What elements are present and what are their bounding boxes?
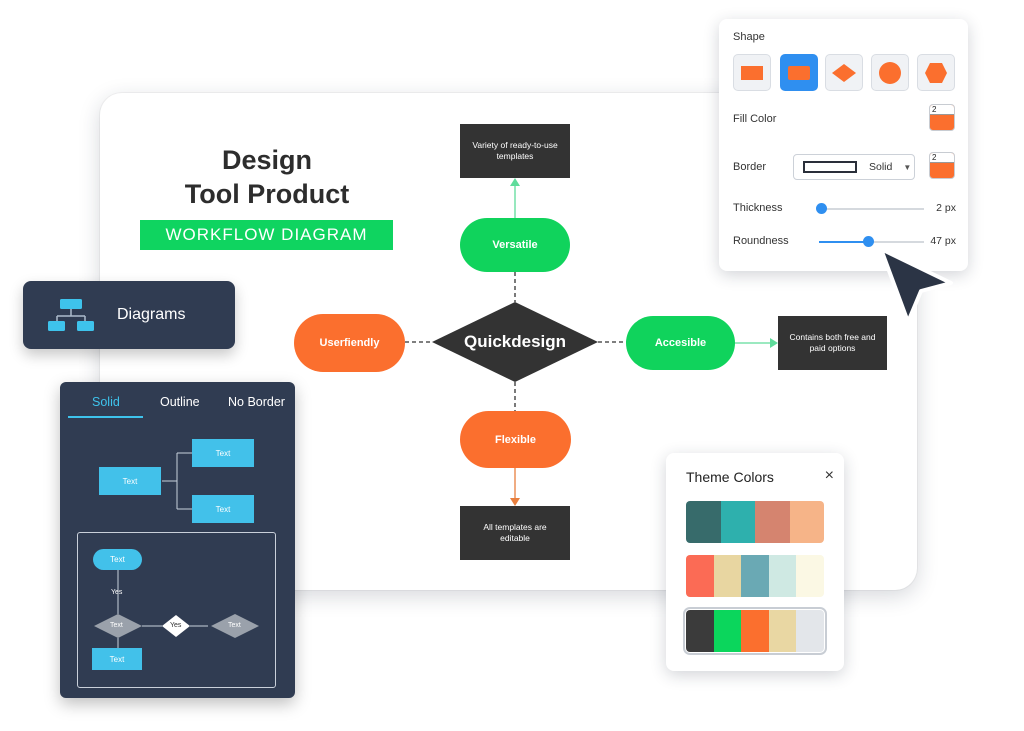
fill-color-picker[interactable]: 2 bbox=[929, 104, 955, 131]
diagrams-chip-label: Diagrams bbox=[117, 306, 186, 323]
palette-3-swatch-3 bbox=[741, 610, 769, 652]
tree-child-box-2[interactable]: Text bbox=[192, 495, 254, 523]
hexagon-icon bbox=[925, 62, 947, 83]
tab-solid[interactable]: Solid bbox=[92, 395, 120, 409]
roundness-slider-knob[interactable] bbox=[863, 236, 875, 247]
shape-diamond-button[interactable] bbox=[825, 54, 863, 91]
border-label: Border bbox=[733, 161, 767, 173]
mouse-pointer-icon bbox=[879, 247, 953, 324]
fill-color-value: 2 bbox=[930, 105, 954, 115]
palette-3-swatch-1 bbox=[686, 610, 714, 652]
roundness-slider-fill bbox=[819, 241, 869, 243]
shape-properties-panel: Shape Fill Color 2 Border Solid ▼ 2 Thic… bbox=[719, 19, 968, 271]
hierarchy-icon bbox=[48, 299, 94, 331]
flow-preview-frame bbox=[77, 532, 276, 688]
flow-start-pill[interactable]: Text bbox=[93, 549, 142, 570]
palette-1-swatch-3 bbox=[755, 501, 790, 543]
shape-hexagon-button[interactable] bbox=[917, 54, 955, 91]
palette-1-swatch-4 bbox=[789, 501, 824, 543]
chevron-down-icon: ▼ bbox=[903, 162, 912, 172]
palette-option-3[interactable] bbox=[683, 607, 827, 655]
title-block: Design Tool Product bbox=[140, 145, 394, 255]
border-style-value: Solid bbox=[869, 161, 893, 173]
rounded-rectangle-icon bbox=[788, 65, 810, 80]
circle-icon bbox=[879, 61, 901, 84]
palette-1-swatch-1 bbox=[686, 501, 721, 543]
tree-root-box[interactable]: Text bbox=[99, 467, 161, 495]
palette-3-swatch-5 bbox=[796, 610, 824, 652]
style-panel: Solid Outline No Border Text Text Text T… bbox=[60, 382, 295, 698]
palette-option-2[interactable] bbox=[686, 555, 824, 597]
flow-right-label: Text bbox=[228, 622, 241, 629]
shape-circle-button[interactable] bbox=[871, 54, 909, 91]
diagrams-chip[interactable]: Diagrams bbox=[23, 281, 235, 349]
palette-3-swatch-2 bbox=[713, 610, 742, 652]
node-flexible[interactable]: Flexible bbox=[460, 411, 571, 468]
box-templates[interactable]: Variety of ready-to-use templates bbox=[460, 124, 570, 178]
box-free-paid[interactable]: Contains both free and paid options bbox=[778, 316, 887, 370]
border-line-preview bbox=[803, 161, 857, 173]
palette-1-swatch-2 bbox=[720, 501, 755, 543]
box-editable[interactable]: All templates are editable bbox=[460, 506, 570, 560]
node-userfiendly[interactable]: Userfiendly bbox=[294, 314, 405, 372]
fill-color-label: Fill Color bbox=[733, 113, 777, 125]
shape-label: Shape bbox=[733, 31, 765, 43]
palette-2-swatch-2 bbox=[713, 555, 742, 597]
diamond-icon bbox=[832, 63, 856, 82]
tab-outline[interactable]: Outline bbox=[160, 395, 200, 409]
flow-yes-label-1: Yes bbox=[111, 589, 123, 596]
shape-rounded-rectangle-button[interactable] bbox=[780, 54, 818, 91]
tree-connectors bbox=[94, 452, 259, 648]
palette-3-swatch-4 bbox=[768, 610, 797, 652]
flow-yes-label-2: Yes bbox=[170, 622, 182, 629]
center-node-label: Quickdesign bbox=[463, 332, 567, 351]
border-color-value: 2 bbox=[930, 153, 954, 163]
thickness-slider-knob[interactable] bbox=[816, 203, 828, 214]
flow-bottom-box[interactable]: Text bbox=[92, 648, 142, 670]
border-color-picker[interactable]: 2 bbox=[929, 152, 955, 179]
node-accesible[interactable]: Accesible bbox=[626, 316, 735, 370]
border-style-select[interactable]: Solid ▼ bbox=[793, 154, 915, 180]
theme-colors-panel: Theme Colors × bbox=[666, 453, 844, 671]
palette-2-swatch-4 bbox=[768, 555, 797, 597]
palette-2-swatch-5 bbox=[796, 555, 824, 597]
theme-colors-title: Theme Colors bbox=[686, 469, 774, 485]
close-icon[interactable]: × bbox=[824, 467, 834, 484]
title-line-2: Tool Product bbox=[184, 179, 350, 209]
node-versatile[interactable]: Versatile bbox=[460, 218, 570, 272]
workflow-banner: WORKFLOW DIAGRAM bbox=[140, 220, 393, 250]
flow-decision-label: Text bbox=[110, 622, 123, 629]
tree-child-box-1[interactable]: Text bbox=[192, 439, 254, 467]
tab-no-border[interactable]: No Border bbox=[228, 395, 285, 409]
palette-2-swatch-1 bbox=[686, 555, 714, 597]
palette-2-swatch-3 bbox=[741, 555, 769, 597]
roundness-label: Roundness bbox=[733, 235, 789, 247]
roundness-value: 47 px bbox=[930, 235, 956, 247]
palette-option-1[interactable] bbox=[686, 501, 824, 543]
shape-rectangle-button[interactable] bbox=[733, 54, 771, 91]
rectangle-icon bbox=[741, 65, 763, 80]
thickness-label: Thickness bbox=[733, 202, 783, 214]
active-tab-underline bbox=[68, 416, 143, 418]
title-line-1: Design bbox=[221, 145, 313, 175]
thickness-value: 2 px bbox=[936, 202, 956, 214]
thickness-slider-track[interactable] bbox=[819, 208, 924, 210]
